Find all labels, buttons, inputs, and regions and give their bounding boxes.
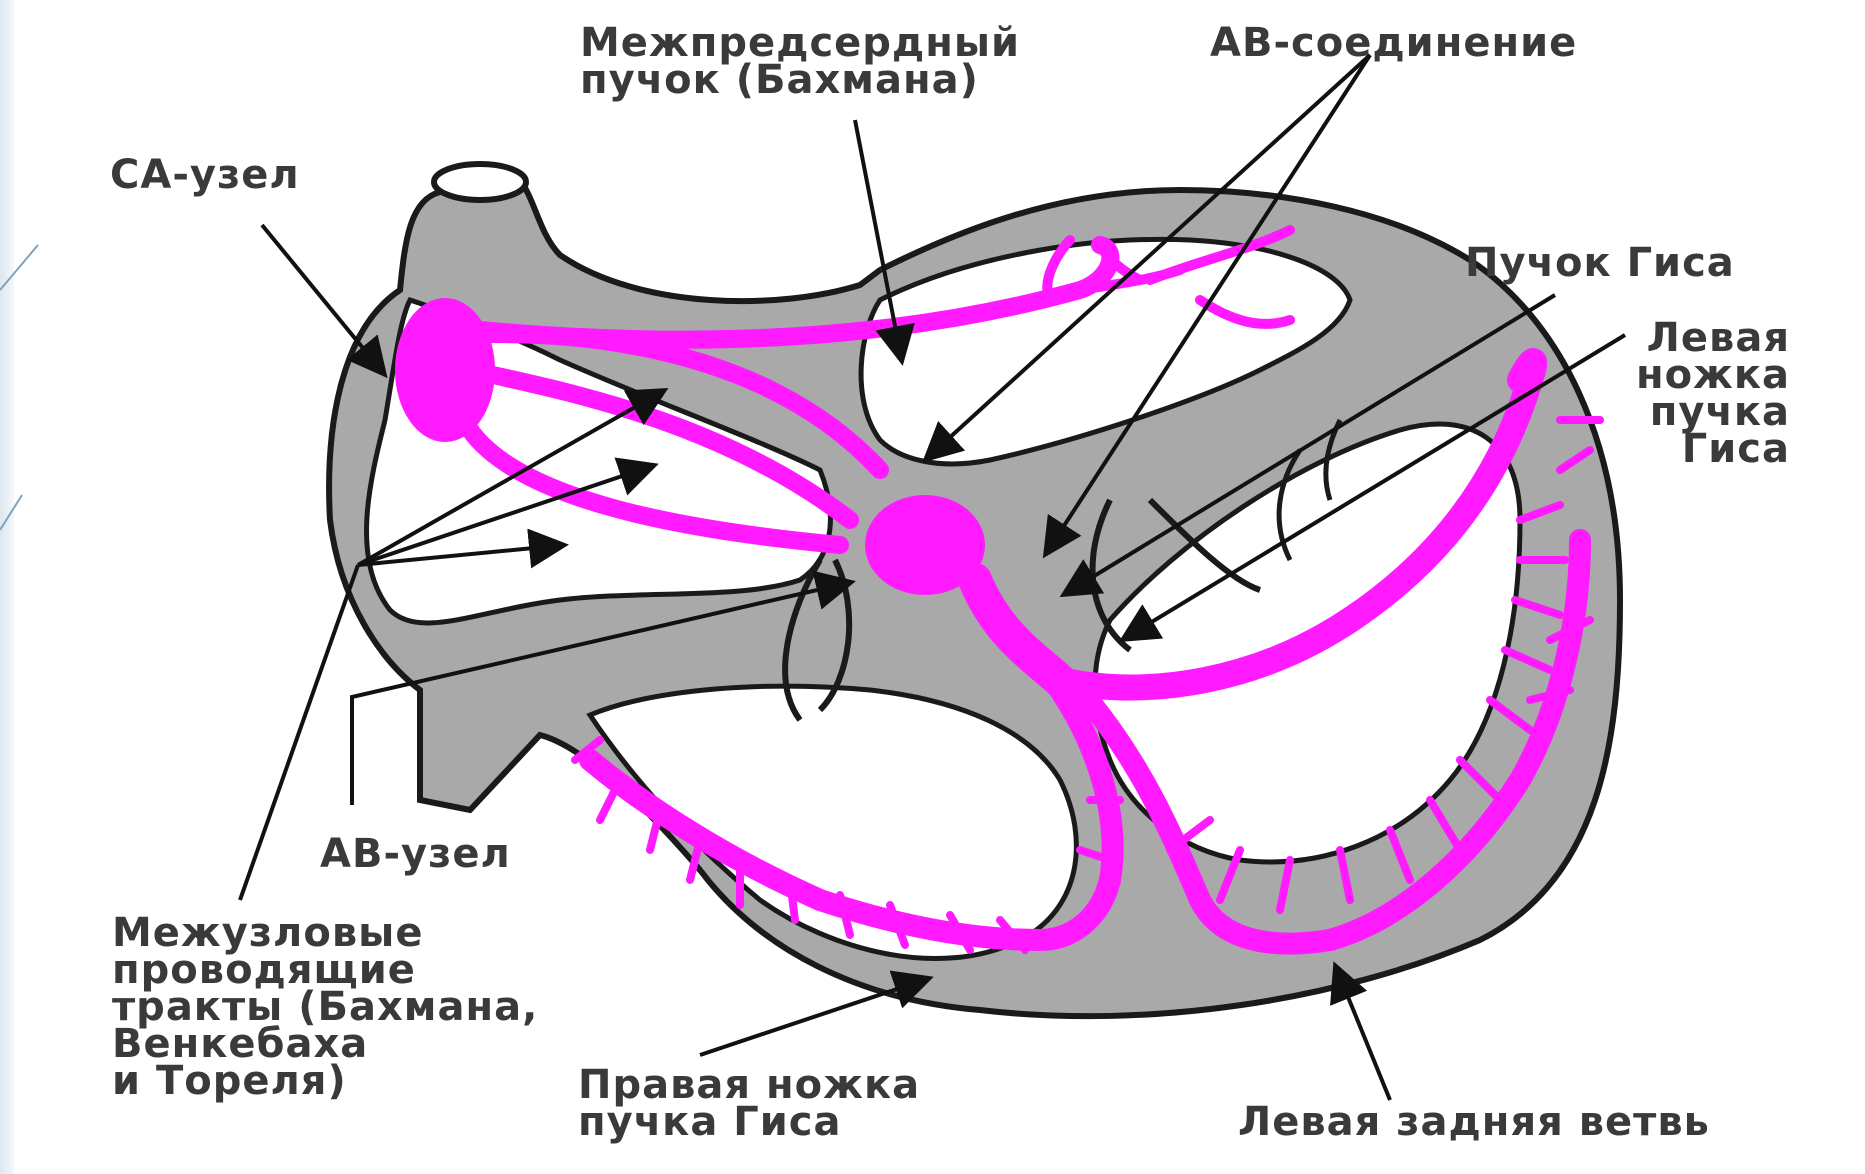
sa-node xyxy=(395,298,495,442)
label-his-bundle: Пучок Гиса xyxy=(1465,245,1735,282)
label-av-node: АВ-узел xyxy=(320,836,511,873)
label-interatrial-bundle: Межпредсердный пучок (Бахмана) xyxy=(580,25,1020,99)
label-left-posterior-fascicle: Левая задняя ветвь xyxy=(1238,1104,1710,1141)
av-node xyxy=(865,495,985,595)
leader-sa-node xyxy=(262,225,385,375)
label-av-junction: АВ-соединение xyxy=(1210,25,1577,62)
label-sa-node: СА-узел xyxy=(110,157,300,194)
leader-right-bundle-branch xyxy=(700,978,930,1055)
leader-left-posterior-fascicle xyxy=(1335,965,1390,1100)
label-left-bundle-branch: Левая ножка пучка Гиса xyxy=(1600,320,1790,468)
label-internodal-tracts: Межузловые проводящие тракты (Бахмана, В… xyxy=(112,915,538,1100)
label-right-bundle-branch: Правая ножка пучка Гиса xyxy=(578,1067,920,1141)
vena-cava-opening xyxy=(434,164,526,200)
